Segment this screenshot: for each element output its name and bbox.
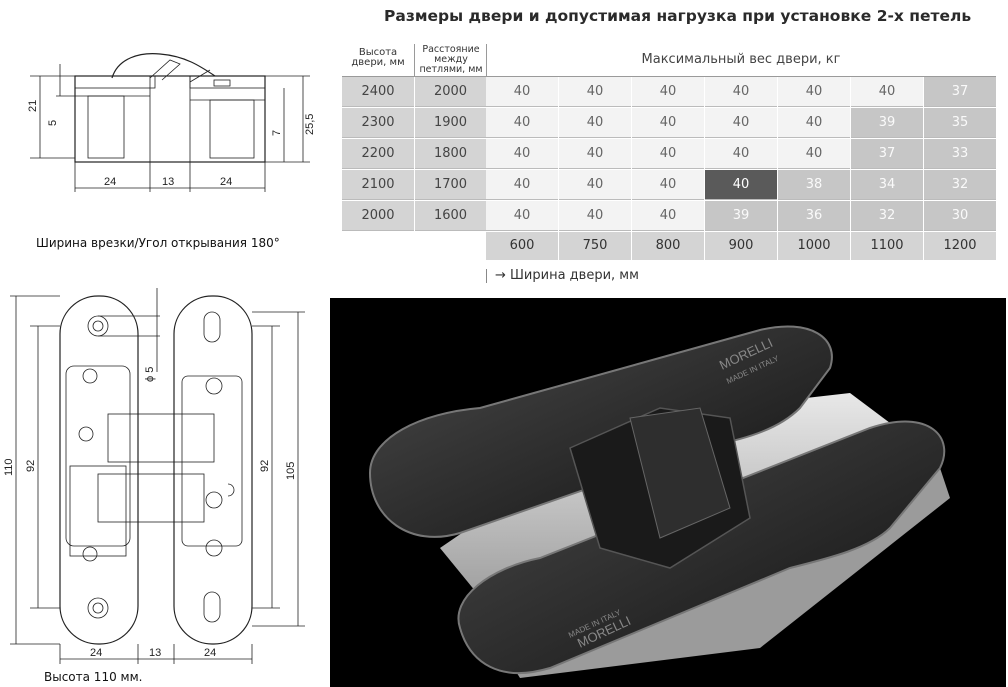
weight-cell: 40 — [632, 77, 704, 107]
weight-cell: 40 — [632, 170, 704, 200]
weight-cell: 38 — [778, 170, 850, 200]
col-door-height: Высота двери, мм — [351, 47, 405, 68]
weight-cell: 34 — [851, 170, 923, 200]
weight-cell: 35 — [924, 108, 996, 138]
caption-mortise-width: Ширина врезки/Угол открывания 180° — [36, 236, 280, 250]
weight-cell: 40 — [632, 201, 704, 231]
col-distance: Расстояние между петлями, мм — [419, 44, 483, 75]
weight-cell: 40 — [486, 108, 558, 138]
weight-cell: 40 — [705, 108, 777, 138]
door-width-cell: 800 — [632, 232, 704, 260]
door-width-cell: 1200 — [924, 232, 996, 260]
weight-cell: 40 — [559, 77, 631, 107]
door-width-cell: 750 — [559, 232, 631, 260]
row-distance: 1700 — [415, 170, 486, 200]
dim-24-bottom-right: 24 — [204, 647, 216, 659]
door-width-cell: 900 — [705, 232, 777, 260]
door-width-cell: 600 — [486, 232, 558, 260]
weight-cell: 40 — [559, 108, 631, 138]
weight-cell: 40 — [705, 170, 777, 200]
row-distance: 2000 — [415, 77, 486, 107]
dim-21: 21 — [27, 100, 39, 112]
hinge-front-view-drawing: 110 92 92 105 ϕ 5 24 13 24 — [3, 288, 305, 664]
weight-cell: 40 — [559, 139, 631, 169]
weight-cell: 40 — [778, 77, 850, 107]
weight-cell: 37 — [851, 139, 923, 169]
dim-24-left: 24 — [104, 176, 116, 188]
weight-cell: 32 — [851, 201, 923, 231]
weight-cell: 40 — [632, 139, 704, 169]
weight-cell: 39 — [851, 108, 923, 138]
weight-cell: 37 — [924, 77, 996, 107]
weight-cell: 40 — [705, 77, 777, 107]
dim-92-left: 92 — [25, 460, 37, 472]
weight-cell: 40 — [778, 139, 850, 169]
caption-height: Высота 110 мм. — [44, 670, 143, 684]
dim-phi-5: ϕ 5 — [144, 367, 156, 382]
weight-cell: 39 — [705, 201, 777, 231]
weight-cell: 36 — [778, 201, 850, 231]
weight-cell: 40 — [705, 139, 777, 169]
dim-92-right: 92 — [259, 460, 271, 472]
row-door-height: 2400 — [342, 77, 414, 107]
dim-24-right: 24 — [220, 176, 232, 188]
row-door-height: 2300 — [342, 108, 414, 138]
load-table: Высота двери, мм Расстояние между петлям… — [342, 44, 996, 296]
hinge-side-view-drawing: 21 5 25,5 7 24 13 24 — [27, 53, 316, 192]
dim-7: 7 — [271, 130, 283, 136]
row-door-height: 2200 — [342, 139, 414, 169]
footer-door-width-label: → Ширина двери, мм — [495, 268, 639, 283]
door-width-cell: 1100 — [851, 232, 923, 260]
row-distance: 1900 — [415, 108, 486, 138]
weight-cell: 32 — [924, 170, 996, 200]
dim-13-bottom: 13 — [149, 647, 161, 659]
weight-cell: 40 — [486, 201, 558, 231]
dim-13: 13 — [162, 176, 174, 188]
row-distance: 1600 — [415, 201, 486, 231]
header-max-weight: Максимальный вес двери, кг — [641, 52, 841, 67]
weight-cell: 40 — [632, 108, 704, 138]
weight-cell: 40 — [559, 201, 631, 231]
weight-cell: 30 — [924, 201, 996, 231]
weight-cell: 40 — [778, 108, 850, 138]
weight-cell: 40 — [559, 170, 631, 200]
row-door-height: 2100 — [342, 170, 414, 200]
weight-cell: 40 — [851, 77, 923, 107]
dim-25-5: 25,5 — [304, 114, 316, 135]
dim-24-bottom-left: 24 — [90, 647, 102, 659]
dim-110: 110 — [3, 458, 15, 476]
weight-cell: 40 — [486, 77, 558, 107]
row-distance: 1800 — [415, 139, 486, 169]
dim-5: 5 — [47, 120, 59, 126]
page-title: Размеры двери и допустимая нагрузка при … — [384, 7, 972, 25]
weight-cell: 40 — [486, 170, 558, 200]
dim-105: 105 — [285, 462, 297, 480]
table-header-row: Высота двери, мм Расстояние между петлям… — [342, 44, 996, 77]
hinge-product-photo: MORELLI MADE IN ITALY MORELLI MADE IN IT… — [330, 298, 1006, 687]
door-width-cell: 1000 — [778, 232, 850, 260]
weight-cell: 33 — [924, 139, 996, 169]
row-door-height: 2000 — [342, 201, 414, 231]
footer-door-width: → Ширина двери, мм — [486, 268, 639, 283]
weight-cell: 40 — [486, 139, 558, 169]
